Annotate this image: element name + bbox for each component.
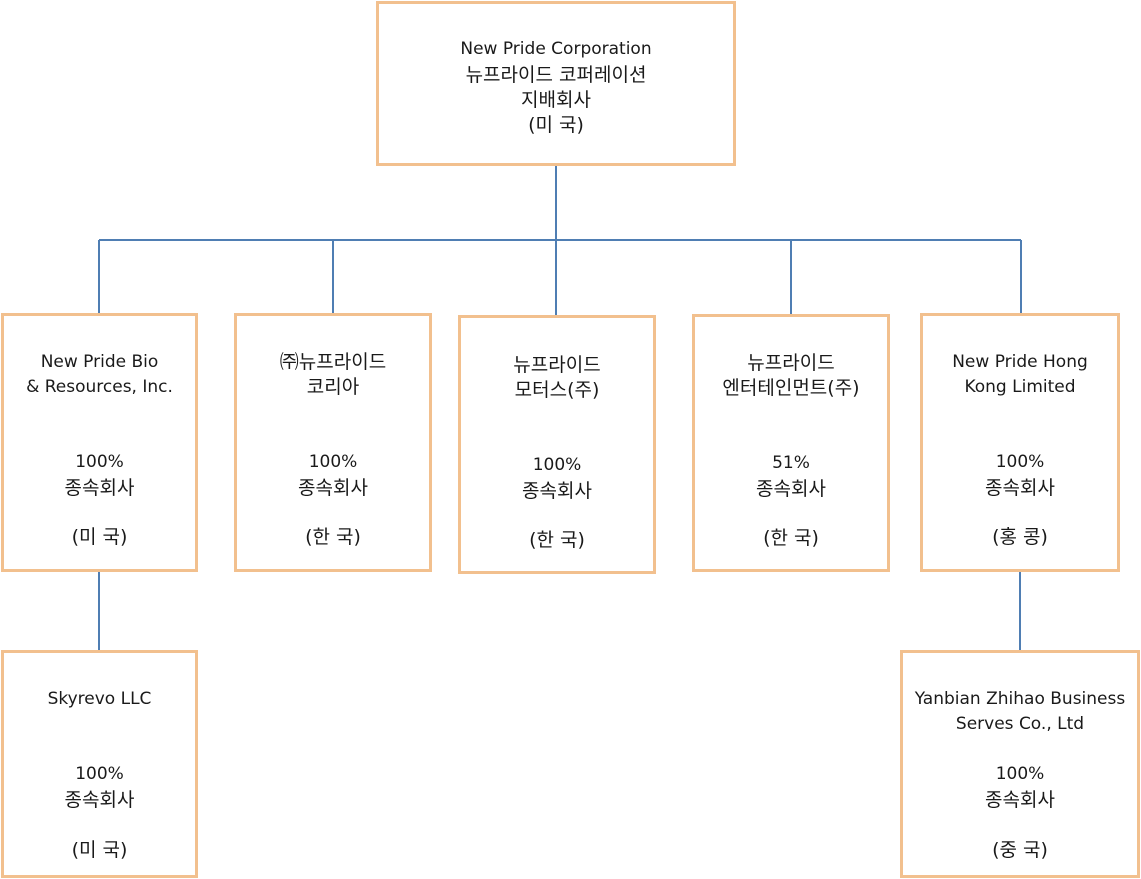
subsidiary-country: (홍 콩) [992, 526, 1048, 548]
subsidiary-name-line1: 뉴프라이드 [747, 352, 835, 374]
subsidiary-name-line1: New Pride Bio [40, 352, 159, 372]
subsidiary-name-line2: 엔터테인먼트(주) [722, 377, 860, 399]
subsidiary-type: 종속회사 [64, 789, 135, 811]
parent-role: 지배회사 [521, 89, 591, 111]
sub-subsidiary-box-yanbian: Yanbian Zhihao Business Serves Co., Ltd … [900, 650, 1140, 878]
subsidiary-country: (미 국) [71, 526, 128, 548]
ownership-percent: 100% [532, 455, 582, 475]
subsidiary-country: (미 국) [71, 839, 128, 861]
subsidiary-name-line1: 뉴프라이드 [513, 354, 601, 376]
subsidiary-box-hongkong: New Pride Hong Kong Limited 100% 종속회사 (홍… [920, 313, 1120, 572]
ownership-percent: 51% [772, 453, 810, 473]
subsidiary-type: 종속회사 [298, 477, 368, 499]
subsidiary-name-line1: ㈜뉴프라이드 [279, 351, 387, 373]
ownership-percent: 100% [308, 452, 358, 472]
ownership-percent: 100% [75, 452, 124, 472]
subsidiary-type: 종속회사 [985, 477, 1055, 499]
subsidiary-name-line1: New Pride Hong [952, 352, 1088, 372]
subsidiary-country: (한 국) [763, 527, 819, 549]
subsidiary-country: (한 국) [529, 529, 585, 551]
sub-subsidiary-name: Skyrevo LLC [47, 689, 152, 709]
subsidiary-box-entertainment: 뉴프라이드 엔터테인먼트(주) 51% 종속회사 (한 국) [692, 314, 890, 572]
sub-subsidiary-name-line1: Yanbian Zhihao Business [914, 689, 1126, 709]
subsidiary-box-motors: 뉴프라이드 모터스(주) 100% 종속회사 (한 국) [458, 315, 656, 574]
subsidiary-box-bio: New Pride Bio & Resources, Inc. 100% 종속회… [1, 313, 198, 572]
subsidiary-type: 종속회사 [522, 480, 592, 502]
subsidiary-type: 종속회사 [64, 477, 135, 499]
parent-company-box: New Pride Corporation 뉴프라이드 코퍼레이션 지배회사 (… [376, 1, 736, 166]
ownership-percent: 100% [995, 764, 1045, 784]
ownership-percent: 100% [75, 764, 124, 784]
parent-country: (미 국) [528, 114, 584, 136]
subsidiary-type: 종속회사 [756, 478, 826, 500]
subsidiary-name-line2: & Resources, Inc. [26, 377, 173, 397]
subsidiary-country: (중 국) [992, 839, 1048, 861]
subsidiary-name-line2: 모터스(주) [514, 379, 600, 401]
parent-name-en: New Pride Corporation [460, 39, 652, 59]
subsidiary-type: 종속회사 [985, 789, 1055, 811]
subsidiary-name-line2: Kong Limited [964, 377, 1076, 397]
subsidiary-country: (한 국) [305, 526, 361, 548]
subsidiary-box-korea: ㈜뉴프라이드 코리아 100% 종속회사 (한 국) [234, 313, 432, 572]
parent-name-ko: 뉴프라이드 코퍼레이션 [465, 64, 647, 86]
sub-subsidiary-box-skyrevo: Skyrevo LLC 100% 종속회사 (미 국) [1, 650, 198, 878]
ownership-percent: 100% [995, 452, 1045, 472]
subsidiary-name-line2: 코리아 [306, 376, 360, 398]
sub-subsidiary-name-line2: Serves Co., Ltd [955, 714, 1085, 734]
